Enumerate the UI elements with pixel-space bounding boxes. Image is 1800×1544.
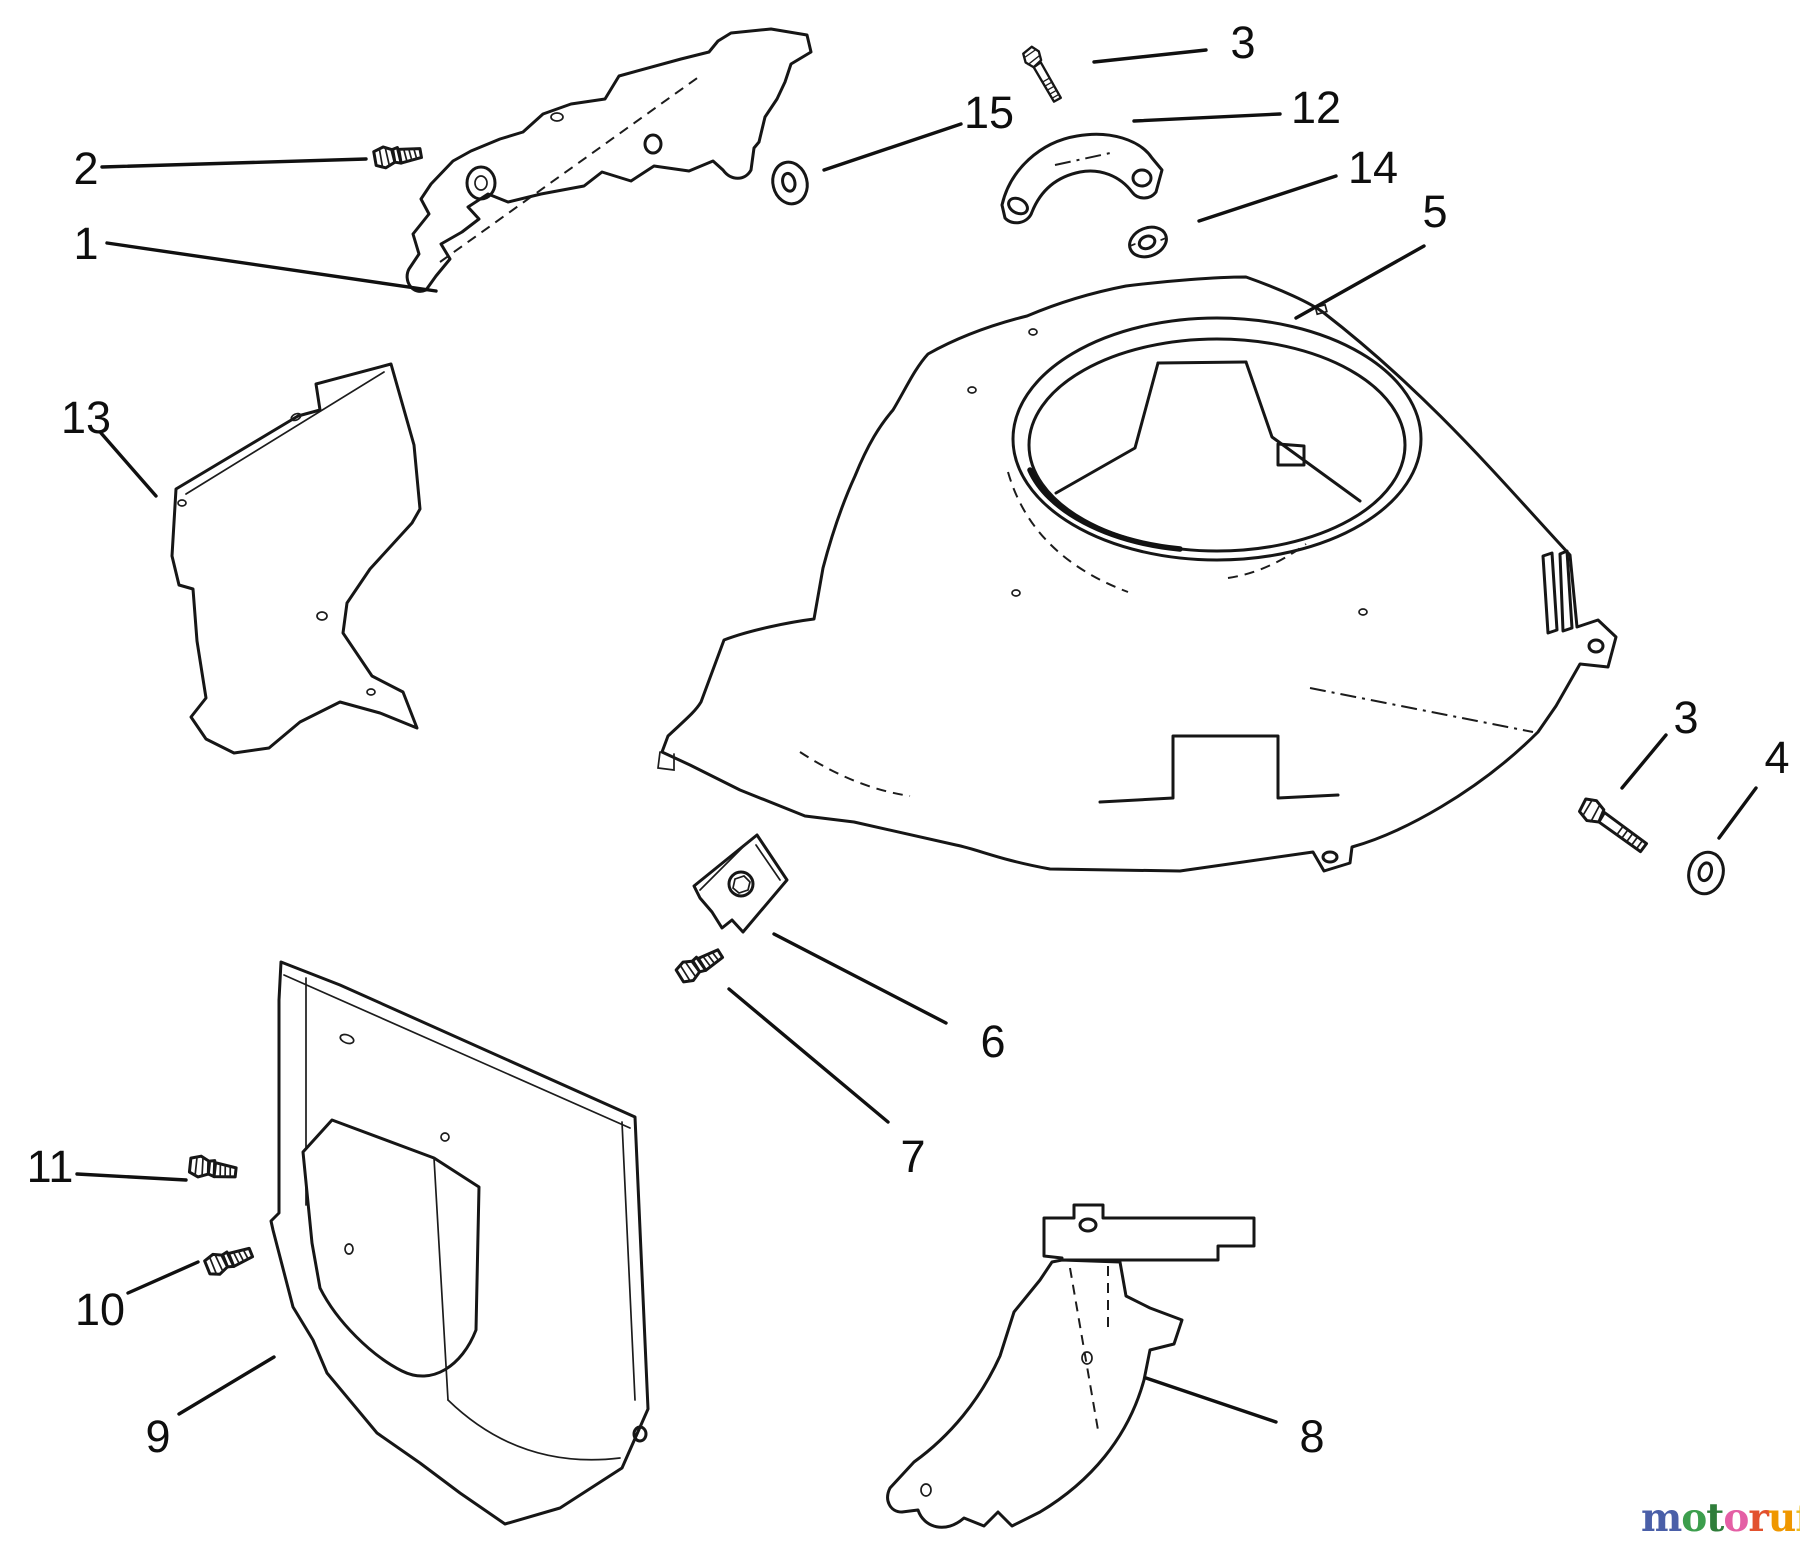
leader-line-14: [1197, 174, 1338, 223]
watermark-logo-text: motoruf.de: [1641, 1495, 1800, 1541]
part-5-blower-housing-drawing: [657, 275, 1618, 873]
leader-line-4: [1717, 786, 1758, 840]
part-3-bolt-top-drawing: [1019, 43, 1070, 104]
leader-line-2: [100, 157, 368, 169]
part-13-side-baffle-drawing: [170, 362, 422, 755]
leader-line-5: [1294, 244, 1426, 320]
callout-part13-label: 13: [61, 392, 111, 443]
leader-line-13: [99, 431, 158, 498]
part-3-bolt-right-drawing: [1575, 794, 1654, 855]
leader-line-12: [1132, 112, 1282, 123]
callout-part5-label: 5: [1422, 186, 1447, 237]
logo-letter-m: m: [1641, 1495, 1682, 1541]
leader-line-11: [75, 1172, 188, 1182]
part-11-bolt-drawing: [187, 1153, 239, 1183]
callout-part11-label: 11: [27, 1141, 74, 1192]
logo-letter-o1: o: [1681, 1495, 1706, 1541]
callout-part3-top-label: 3: [1230, 17, 1255, 68]
callout-labels: 2 1 15 3 12 14 5 13 6 7 11 10 9 8 3 4: [27, 17, 1790, 1462]
leader-line-8: [1144, 1376, 1278, 1424]
callout-part14-label: 14: [1348, 142, 1398, 193]
part-8-support-bracket-drawing: [886, 1203, 1256, 1529]
part-12-clamp-drawing: [1000, 132, 1164, 225]
leader-line-1: [105, 241, 438, 293]
part-1-upper-bracket-drawing: [405, 27, 813, 293]
part-7-bolt-drawing: [673, 941, 727, 987]
callout-part12-label: 12: [1291, 82, 1341, 133]
part-9-lower-baffle-drawing: [269, 960, 650, 1526]
callout-part9-label: 9: [145, 1411, 170, 1462]
callout-part8-label: 8: [1299, 1411, 1324, 1462]
logo-letter-r: r: [1748, 1495, 1769, 1541]
callout-part10-label: 10: [75, 1284, 125, 1335]
callout-part4-label: 4: [1764, 732, 1789, 783]
logo-letter-u: u: [1768, 1495, 1796, 1541]
leader-line-10: [126, 1260, 200, 1295]
leader-line-3-top: [1092, 48, 1208, 64]
part-15-washer-drawing: [766, 157, 814, 209]
logo-letter-t: t: [1706, 1495, 1724, 1541]
part-2-bolt-drawing: [371, 139, 424, 171]
callout-part6-label: 6: [980, 1016, 1005, 1067]
leader-line-6: [772, 932, 948, 1025]
logo-letter-f: f: [1795, 1495, 1800, 1541]
part-6-clip-plate-drawing: [692, 833, 789, 934]
leader-line-7: [727, 987, 890, 1124]
logo-letter-o2: o: [1723, 1495, 1748, 1541]
callout-part3-right-label: 3: [1673, 692, 1698, 743]
callout-part7-label: 7: [900, 1131, 925, 1182]
part-14-washer-drawing: [1128, 225, 1168, 259]
watermark-logo[interactable]: motoruf.de: [1641, 1495, 1800, 1541]
leader-line-3-right: [1620, 733, 1668, 790]
callout-part2-label: 2: [73, 143, 98, 194]
leader-line-9: [177, 1355, 276, 1416]
callout-part1-label: 1: [73, 218, 98, 269]
part-10-bolt-drawing: [202, 1239, 256, 1280]
part-4-washer-drawing: [1682, 846, 1730, 900]
callout-part15-label: 15: [964, 87, 1014, 138]
leader-lines: [75, 48, 1758, 1424]
leader-line-15: [822, 122, 963, 172]
